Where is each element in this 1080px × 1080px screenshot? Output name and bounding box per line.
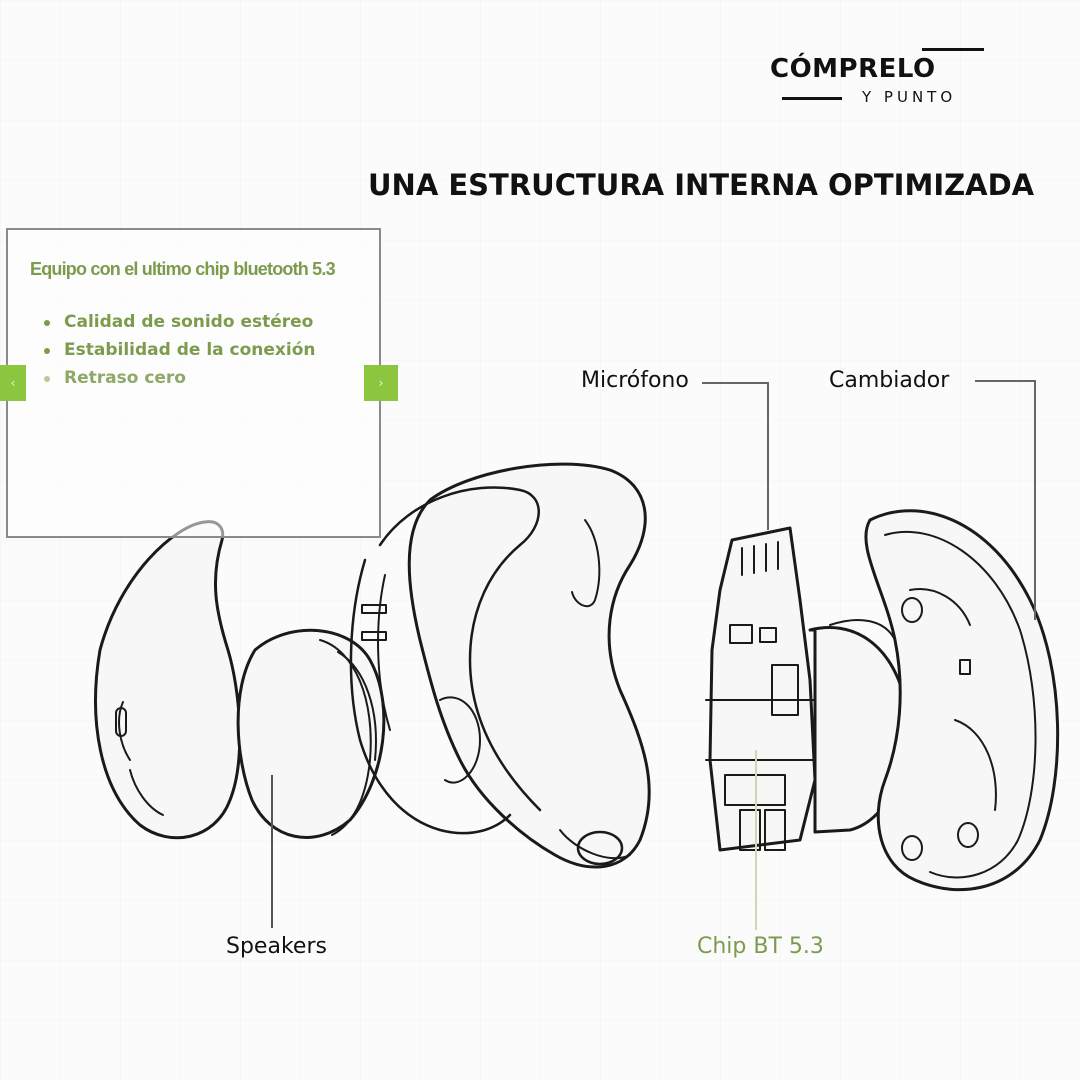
- feature-item: Estabilidad de la conexión: [44, 340, 316, 368]
- earbud-hook-body: [407, 462, 651, 869]
- feature-item: Calidad de sonido estéreo: [44, 312, 316, 340]
- brand-logo-bar: [922, 48, 984, 51]
- feature-list: Calidad de sonido estéreo Estabilidad de…: [44, 312, 316, 396]
- next-slide-button[interactable]: ›: [364, 365, 398, 401]
- label-cambiador: Cambiador: [829, 368, 950, 393]
- chevron-left-icon: ‹: [10, 376, 16, 390]
- callout-microfono: [702, 382, 769, 530]
- info-box-title: Equipo con el ultimo chip bluetooth 5.3: [30, 259, 336, 279]
- label-chip: Chip BT 5.3: [697, 934, 824, 959]
- label-microfono: Micrófono: [581, 368, 689, 393]
- chevron-right-icon: ›: [378, 376, 384, 390]
- feature-item: Retraso cero: [44, 368, 316, 396]
- page-title: UNA ESTRUCTURA INTERNA OPTIMIZADA: [368, 168, 1035, 202]
- prev-slide-button[interactable]: ‹: [0, 365, 26, 401]
- feature-info-box: Equipo con el ultimo chip bluetooth 5.3 …: [6, 228, 381, 538]
- brand-underline: [782, 97, 842, 100]
- label-speakers: Speakers: [226, 934, 327, 959]
- speaker-unit: [236, 628, 386, 839]
- callout-cambiador: [975, 380, 1036, 620]
- brand-logo: CÓMPRELO Y PUNTO: [770, 44, 995, 114]
- ear-tip-shell: [94, 520, 242, 840]
- brand-tagline: Y PUNTO: [862, 88, 957, 106]
- brand-name: CÓMPRELO: [770, 54, 936, 84]
- circuit-board: [708, 526, 817, 852]
